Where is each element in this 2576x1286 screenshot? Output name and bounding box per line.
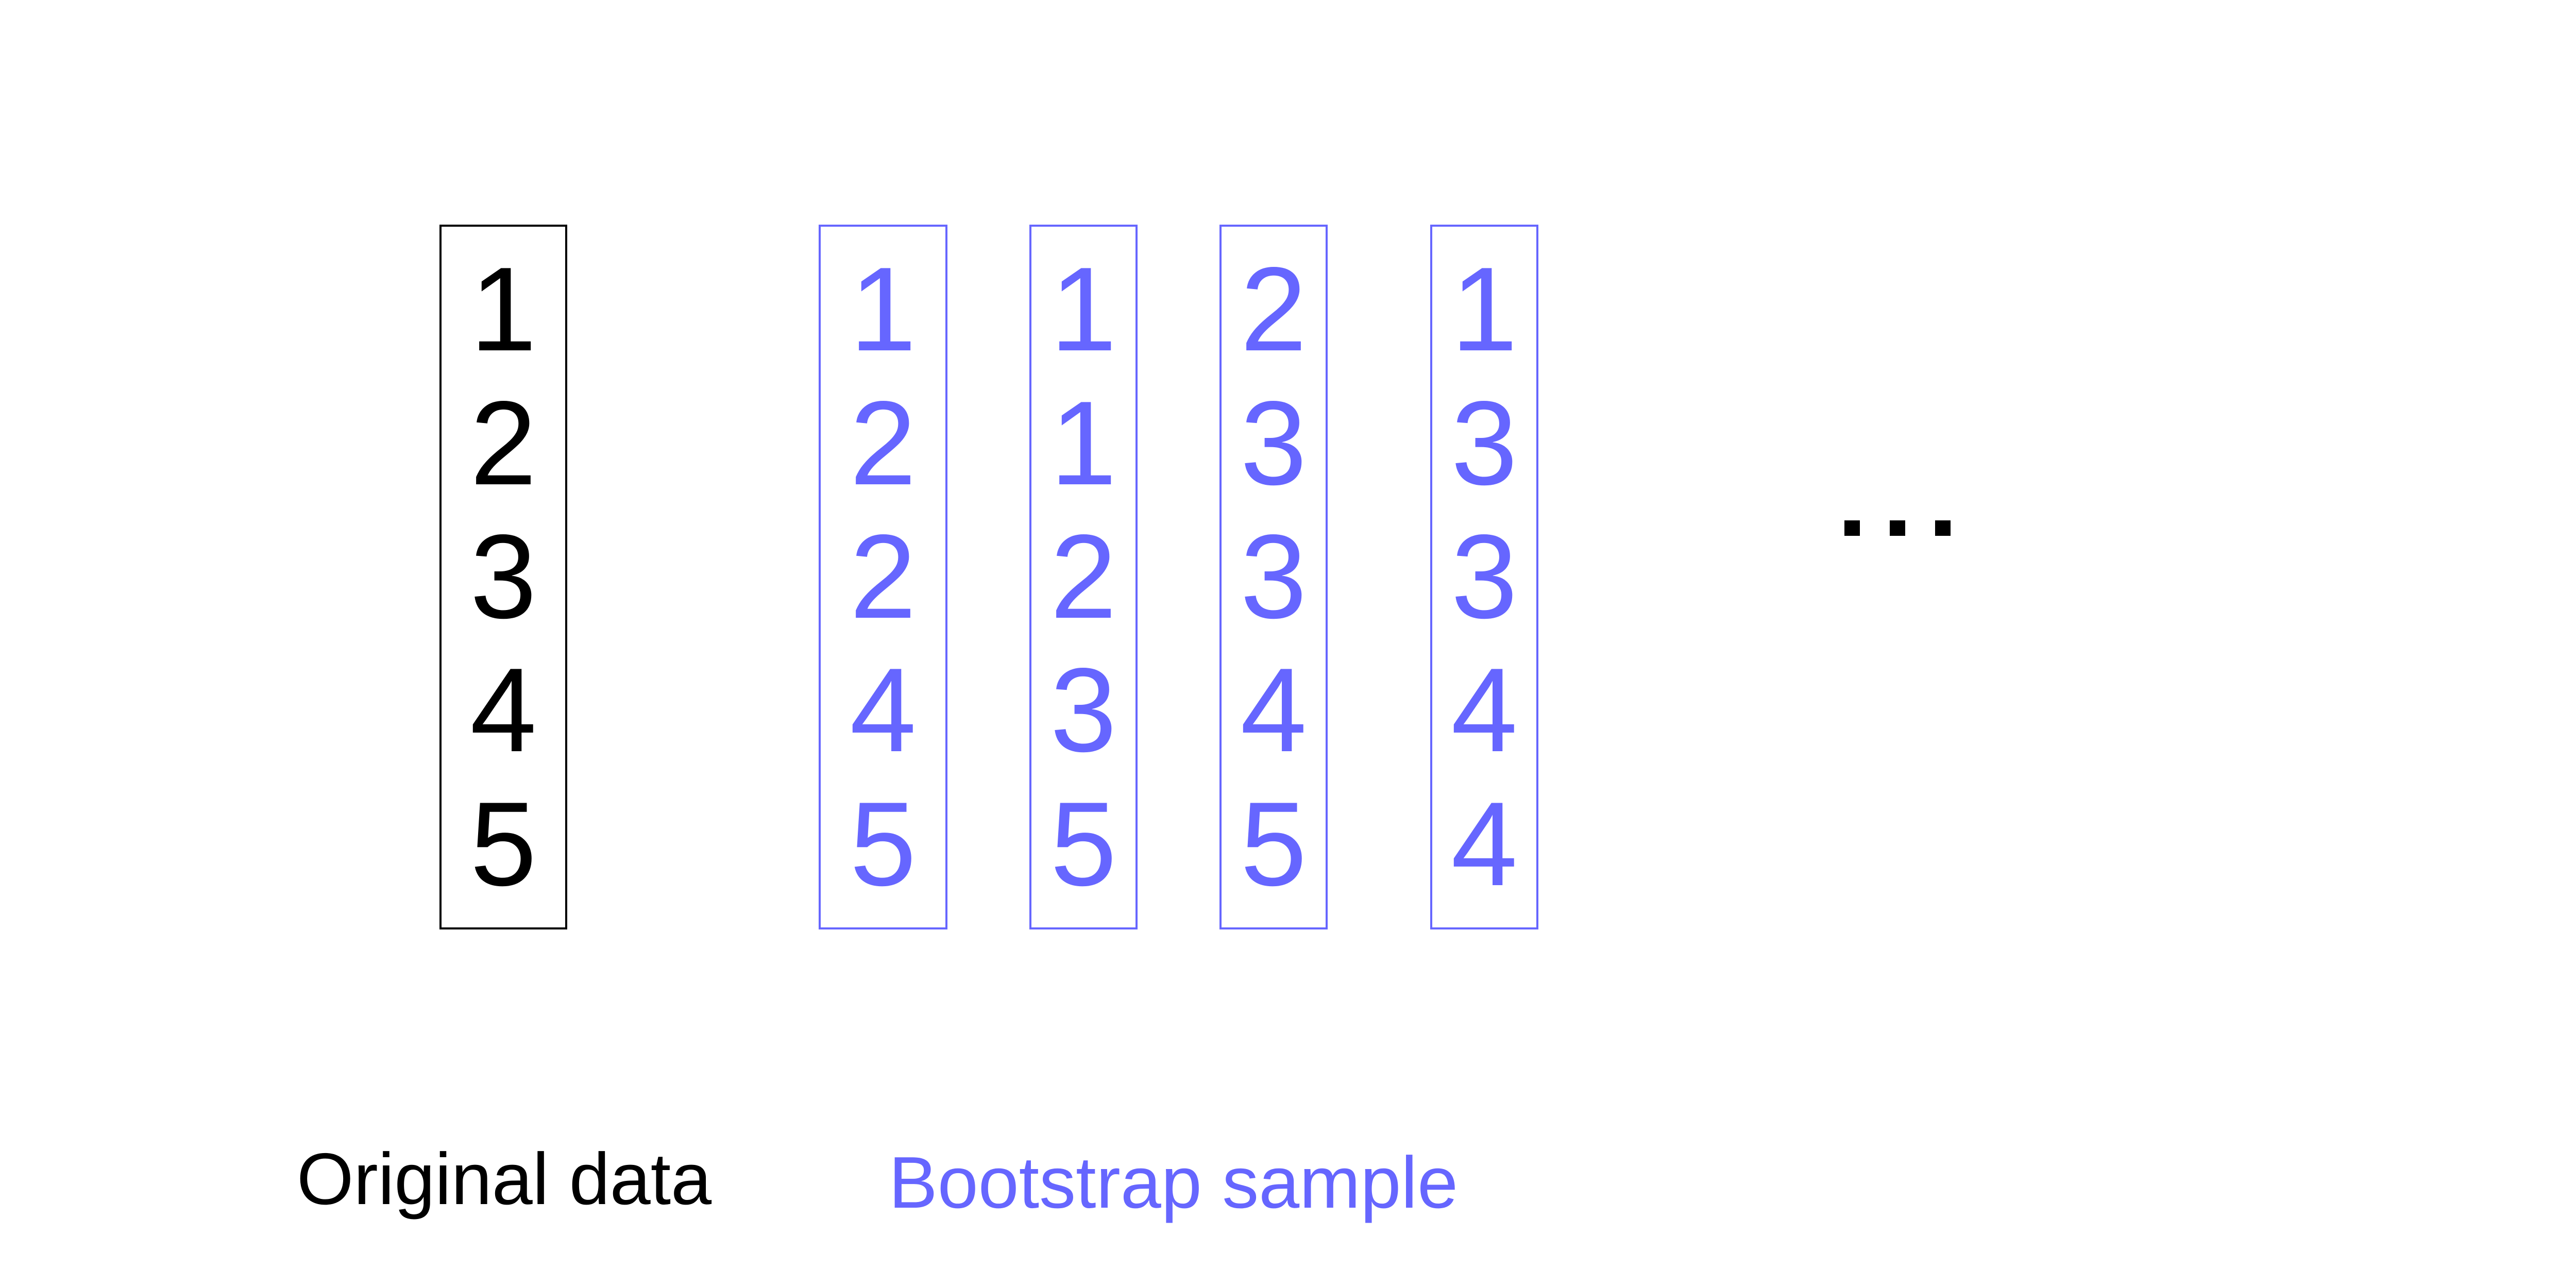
- ellipsis-dot: [1935, 520, 1951, 536]
- original-data-label: Original data: [297, 1138, 712, 1220]
- bootstrap-value: 3: [1451, 510, 1518, 644]
- bootstrap-value: 4: [850, 644, 917, 777]
- bootstrap-sample-box-4: 1 3 3 4 4: [1430, 225, 1538, 929]
- bootstrap-value: 2: [1240, 243, 1307, 377]
- ellipsis-dot: [1844, 520, 1860, 536]
- bootstrap-sample-box-3: 2 3 3 4 5: [1219, 225, 1328, 929]
- bootstrap-value: 2: [850, 510, 917, 644]
- bootstrap-value: 3: [1050, 644, 1117, 777]
- original-value: 5: [470, 777, 537, 911]
- bootstrap-value: 2: [1050, 510, 1117, 644]
- bootstrap-value: 1: [1050, 376, 1117, 510]
- bootstrap-value: 4: [1451, 777, 1518, 911]
- bootstrap-value: 3: [1451, 376, 1518, 510]
- bootstrap-value: 5: [1050, 777, 1117, 911]
- ellipsis: [1844, 520, 1951, 536]
- original-value: 4: [470, 644, 537, 777]
- original-value: 1: [470, 243, 537, 377]
- bootstrap-value: 4: [1240, 644, 1307, 777]
- bootstrap-value: 5: [1240, 777, 1307, 911]
- original-value: 3: [470, 510, 537, 644]
- original-value: 2: [470, 376, 537, 510]
- bootstrap-value: 2: [850, 376, 917, 510]
- bootstrap-value: 3: [1240, 510, 1307, 644]
- bootstrap-value: 1: [1451, 243, 1518, 377]
- original-data-box: 1 2 3 4 5: [439, 225, 567, 929]
- bootstrap-value: 1: [850, 243, 917, 377]
- bootstrap-value: 3: [1240, 376, 1307, 510]
- bootstrap-value: 1: [1050, 243, 1117, 377]
- bootstrap-value: 4: [1451, 644, 1518, 777]
- ellipsis-dot: [1890, 520, 1905, 536]
- bootstrap-sample-box-2: 1 1 2 3 5: [1029, 225, 1138, 929]
- bootstrap-sample-label: Bootstrap sample: [889, 1142, 1459, 1224]
- bootstrap-sample-box-1: 1 2 2 4 5: [819, 225, 947, 929]
- bootstrap-value: 5: [850, 777, 917, 911]
